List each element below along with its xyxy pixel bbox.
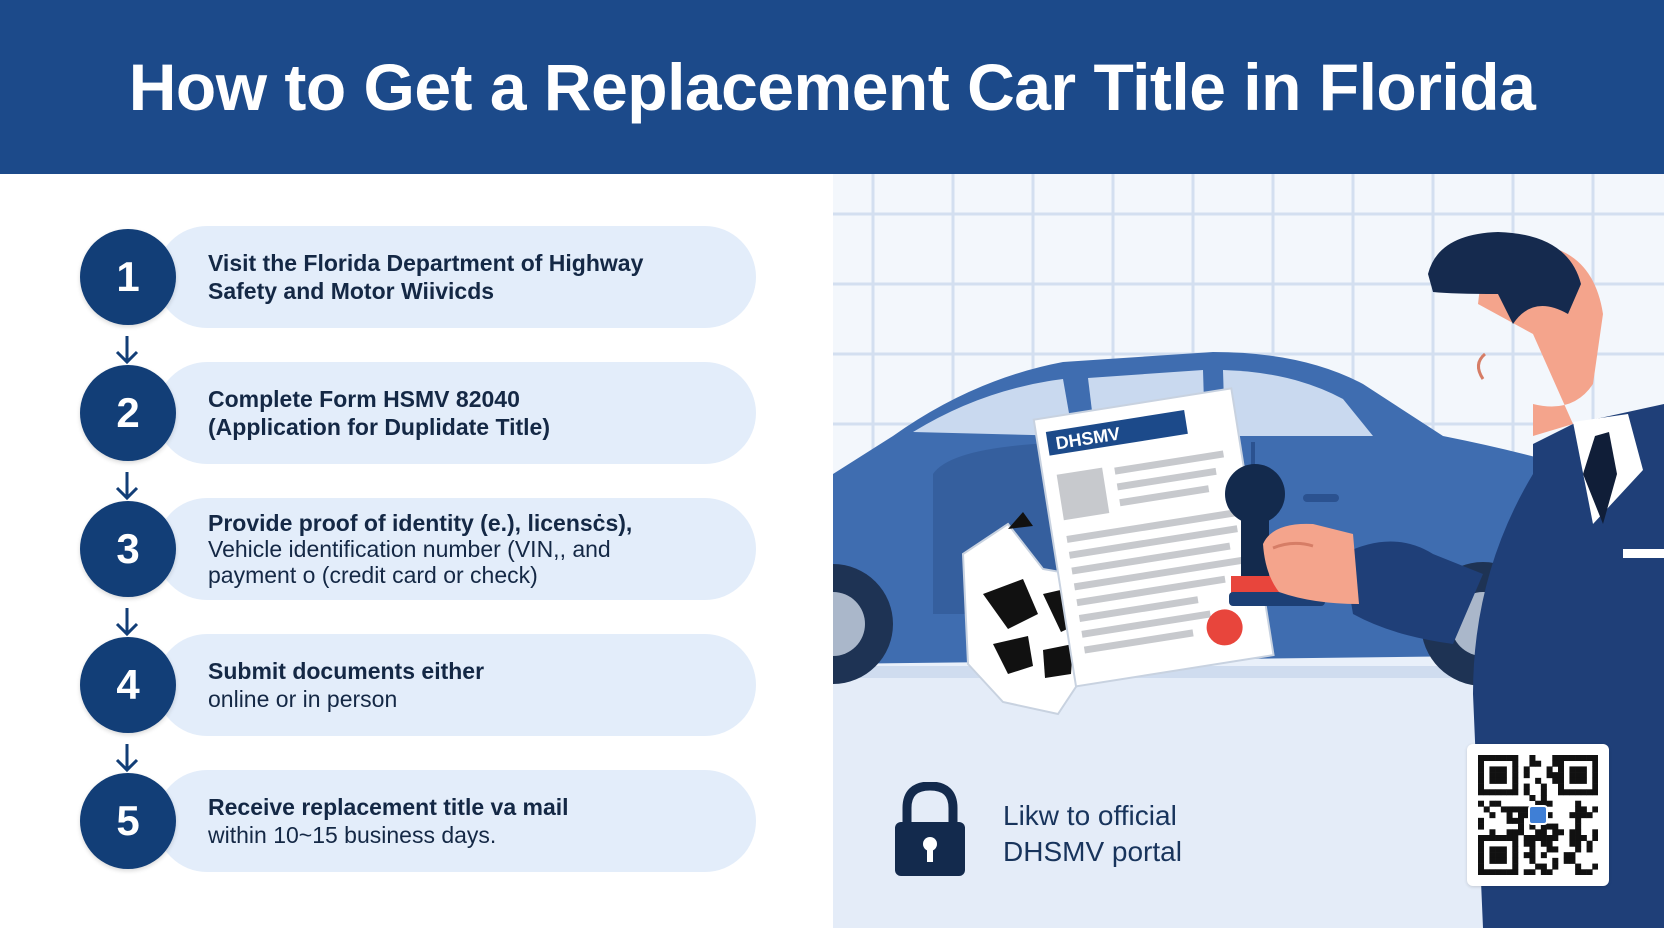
step-text: Receive replacement title va mail within… bbox=[208, 793, 569, 849]
arrow-down-icon bbox=[115, 336, 139, 365]
step-line: Submit documents either bbox=[208, 658, 485, 684]
step-line: (Application for Duplidate Title) bbox=[208, 414, 551, 440]
stamp-icon bbox=[1225, 464, 1325, 606]
step-number-badge: 3 bbox=[80, 501, 176, 597]
step-line: Provide proof of identity (e.), licensċs… bbox=[208, 510, 633, 536]
steps-panel: Visit the Florida Department of Highway … bbox=[0, 174, 833, 928]
illustration-panel: DHSMV bbox=[833, 174, 1664, 928]
page-title: How to Get a Replacement Car Title in Fl… bbox=[128, 50, 1536, 124]
step-3: Provide proof of identity (e.), licensċs… bbox=[80, 498, 756, 600]
step-pill: Receive replacement title va mail within… bbox=[156, 770, 756, 872]
step-number-badge: 5 bbox=[80, 773, 176, 869]
step-pill: Submit documents either online or in per… bbox=[156, 634, 756, 736]
step-number-badge: 4 bbox=[80, 637, 176, 733]
step-4: Submit documents either online or in per… bbox=[80, 634, 756, 736]
step-line: payment o (credit card or check) bbox=[208, 562, 538, 588]
portal-text-line: DHSMV portal bbox=[1003, 836, 1182, 867]
step-text: Visit the Florida Department of Highway … bbox=[208, 249, 643, 305]
step-line: Visit the Florida Department of Highway bbox=[208, 250, 644, 276]
step-pill: Visit the Florida Department of Highway … bbox=[156, 226, 756, 328]
step-number-badge: 1 bbox=[80, 229, 176, 325]
portal-text-line: Likw to official bbox=[1003, 800, 1177, 831]
title-replacement-illustration: DHSMV bbox=[833, 174, 1664, 928]
page-header: How to Get a Replacement Car Title in Fl… bbox=[0, 0, 1664, 174]
step-line: Safety and Motor Wiivicds bbox=[208, 278, 495, 304]
step-2: Complete Form HSMV 82040 (Application fo… bbox=[80, 362, 756, 464]
step-line: Vehicle identification number (VIN,, and bbox=[208, 536, 611, 562]
portal-link-text[interactable]: Likw to official DHSMV portal bbox=[1003, 798, 1263, 870]
qr-code-graphic bbox=[1478, 755, 1599, 876]
arrow-down-icon bbox=[115, 472, 139, 501]
step-number-badge: 2 bbox=[80, 365, 176, 461]
step-line: Complete Form HSMV 82040 bbox=[208, 386, 520, 412]
step-text: Submit documents either online or in per… bbox=[208, 657, 484, 713]
step-line: Receive replacement title va mail bbox=[208, 794, 569, 820]
qr-code-icon[interactable] bbox=[1467, 744, 1609, 886]
step-1: Visit the Florida Department of Highway … bbox=[80, 226, 756, 328]
step-5: Receive replacement title va mail within… bbox=[80, 770, 756, 872]
step-line: online or in person bbox=[208, 686, 398, 712]
arrow-down-icon bbox=[115, 608, 139, 637]
step-pill: Complete Form HSMV 82040 (Application fo… bbox=[156, 362, 756, 464]
lock-icon bbox=[895, 782, 965, 876]
arrow-down-icon bbox=[115, 744, 139, 773]
step-text: Complete Form HSMV 82040 (Application fo… bbox=[208, 385, 550, 441]
step-line: within 10~15 business days. bbox=[208, 822, 497, 848]
step-pill: Provide proof of identity (e.), licensċs… bbox=[156, 498, 756, 600]
dhsmv-document: DHSMV bbox=[1032, 387, 1275, 688]
step-text: Provide proof of identity (e.), licensċs… bbox=[208, 510, 632, 588]
